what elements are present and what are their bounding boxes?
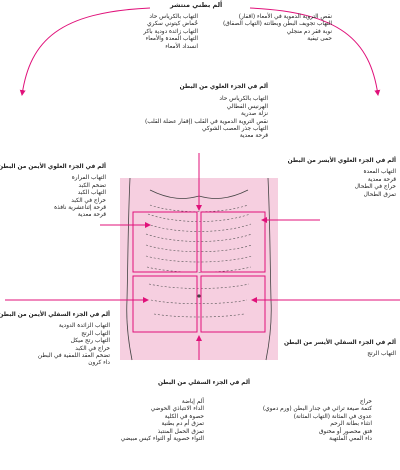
list-item: التهاب زائدة دودية باكر: [143, 28, 198, 35]
list-item: خراج في الكبد: [71, 197, 106, 204]
epigastric-block: ألم في الجزء العلوي من البطن التهاب بالك…: [145, 84, 268, 141]
list-item: التهاب المعدة: [363, 169, 396, 176]
list-item: كتمة صيغة تراثي في جدار البطن (ورم دموي): [262, 406, 372, 413]
list-item: الداء الانتباذي الحوضي: [150, 406, 204, 413]
arrow-top-right: [249, 7, 381, 96]
list-item: حمى تيفية: [307, 36, 332, 43]
luq-heading: ألم في الجزء العلوي الأيسر من البطن: [287, 158, 396, 164]
diffuse-left-list: التهاب بالكرياس حاد حُماض كيتوني سكري ال…: [128, 14, 198, 51]
list-item: انثناء بطانة الرحم: [330, 421, 372, 428]
rib-lines: [145, 204, 253, 318]
list-item: تمزق الحمل المنتبذ: [157, 428, 204, 435]
list-item: التواء خصوية أو التواء كيس مبيضي: [120, 436, 204, 443]
list-item: التهاب الرتج: [81, 330, 110, 337]
epigastric-heading: ألم في الجزء العلوي من البطن: [179, 84, 268, 90]
navel: [197, 294, 201, 298]
list-item: التهاب المعدة والأمعاء: [145, 36, 198, 43]
list-item: قرحة معدية: [77, 212, 106, 219]
llq-block: ألم في الجزء السفلي الأيسر من البطن الته…: [283, 340, 396, 359]
list-item: قرحة إثناعشرية نافذة: [54, 205, 106, 212]
rlq-block: ألم في الجزء السفلي الأيمن من البطن الته…: [0, 312, 110, 368]
list-item: فتق محصور أو مخنوق: [318, 428, 372, 435]
list-item: التهاب جذر العصب الشوكي: [201, 126, 268, 133]
list-item: حُماض كيتوني سكري: [147, 21, 198, 28]
list-item: داء المعي الملتهبة: [329, 436, 372, 443]
hypogastric-left-list: ألم إباضة الداء الانتباذي الحوضي حصوة في…: [92, 399, 204, 443]
luq-block: ألم في الجزء العلوي الأيسر من البطن الته…: [288, 158, 396, 199]
list-item: التهاب الكبد: [77, 190, 106, 197]
list-item: انسداد الأمعاء: [165, 43, 198, 50]
hypogastric-right-list: خراج كتمة صيغة تراثي في جدار البطن (ورم …: [236, 399, 372, 443]
hypogastric-heading: ألم في الجزء السفلي من البطن: [157, 380, 250, 386]
arrows: [5, 7, 400, 360]
list-item: خراج في الكبد: [75, 345, 110, 352]
list-item: الهرنيس الفطالي: [226, 103, 268, 110]
list-item: التهاب الزائدة الدودية: [58, 323, 110, 330]
list-item: خراج في الطحال: [354, 184, 396, 191]
list-item: قرحة معدية: [367, 176, 396, 183]
list-item: عدوى في المثانة (التهاب المثانة): [293, 413, 372, 420]
ruq-block: ألم في الجزء العلوي الأيمن من البطن الته…: [0, 164, 106, 220]
rlq-heading: ألم في الجزء السفلي الأيمن من البطن: [0, 312, 110, 318]
list-item: التهاب المرارة: [71, 175, 106, 182]
list-item: التهاب بالكرياس حاد: [219, 96, 268, 103]
list-item: تمزق أم دم بطنية: [161, 421, 204, 428]
list-item: نقص التروية الدموية في الأمعاء (اقفار): [238, 14, 332, 20]
list-item: خراج: [359, 399, 372, 405]
list-item: التهاب بالكرياس حاد: [149, 14, 198, 20]
list-item: نزلة صدرية: [240, 111, 268, 118]
ruq-heading: ألم في الجزء العلوي الأيمن من البطن: [0, 164, 106, 170]
list-item: حصوة في الكلية: [164, 413, 204, 420]
diffuse-right-list: نقص التروية الدموية في الأمعاء (اقفار) ا…: [204, 14, 332, 44]
list-item: ألم إباضة: [181, 399, 204, 405]
list-item: نوبة فقر دم منجلي: [286, 28, 332, 35]
arrow-top-left: [19, 7, 151, 96]
diffuse-pain-heading: ألم بطني منتشر: [170, 1, 223, 9]
list-item: التهاب الرتج: [367, 351, 396, 358]
list-item: قرحة معدية: [239, 133, 268, 140]
list-item: التهاب تجويف البطن وبطانته (التهاب الصفا…: [222, 21, 332, 28]
llq-heading: ألم في الجزء السفلي الأيسر من البطن: [283, 340, 396, 346]
list-item: تضخم العقد اللمفية في البطن: [37, 353, 110, 360]
list-item: داء كرون: [88, 360, 110, 367]
list-item: تضخم الكبد: [78, 182, 106, 189]
list-item: تمزق الطحال: [363, 191, 396, 198]
quadrant-boxes: [132, 211, 266, 333]
list-item: نقص التروية الدموية في القلب (إقفار عضلة…: [145, 118, 268, 125]
list-item: التهاب رتج ميكل: [70, 338, 110, 345]
